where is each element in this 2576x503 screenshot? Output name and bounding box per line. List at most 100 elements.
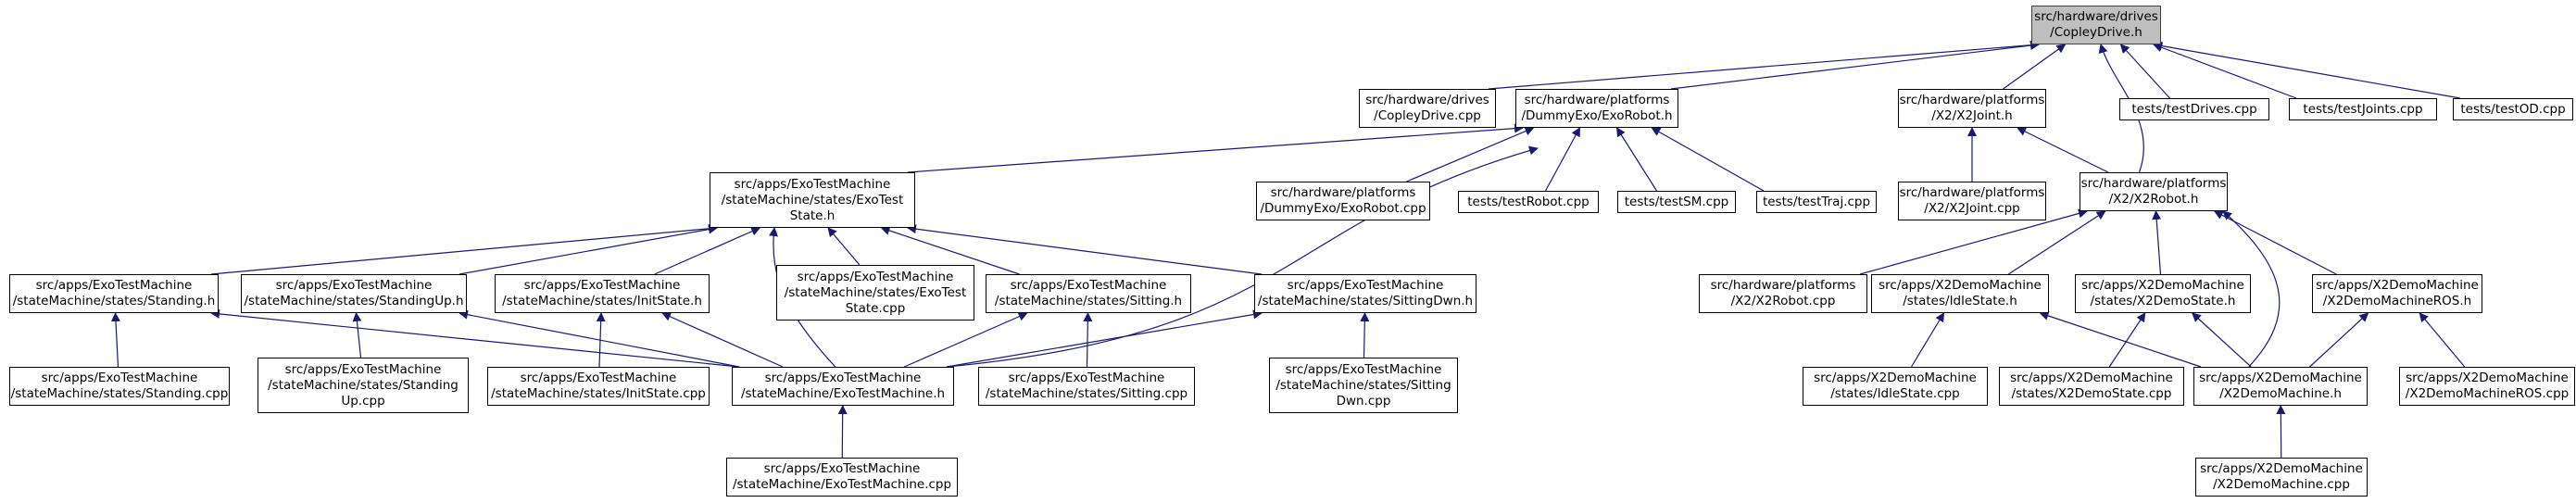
node-x2robot-h[interactable]: src/hardware/platforms/X2/X2Robot.h [2080, 172, 2228, 211]
node-label-line: /states/X2DemoState.cpp [2011, 386, 2172, 401]
node-sitting-cpp[interactable]: src/apps/ExoTestMachine/stateMachine/sta… [978, 367, 1195, 406]
edge-x2robot-h-to-x2joint-h [2017, 127, 2109, 173]
node-initstate-h[interactable]: src/apps/ExoTestMachine/stateMachine/sta… [495, 274, 710, 313]
edge-x2robot-cpp-to-x2robot-h [1859, 208, 2088, 275]
node-copley-cpp[interactable]: src/hardware/drives/CopleyDrive.cpp [1359, 89, 1496, 128]
node-standingup-cpp[interactable]: src/apps/ExoTestMachine/stateMachine/sta… [258, 358, 469, 413]
node-label-line: /stateMachine/ExoTestMachine.cpp [732, 477, 952, 492]
node-label-line: tests/testOD.cpp [2460, 101, 2566, 117]
node-idlestate-h[interactable]: src/apps/X2DemoMachine/states/IdleState.… [1871, 274, 2049, 313]
edge-exorobot-h-to-copley-h [1670, 41, 2040, 90]
edge-idlestate-cpp-to-idlestate-h [1910, 312, 1945, 368]
edge-exotestmachine-h-to-sittingdwn-h [946, 309, 1263, 368]
edge-exotestmachine-cpp-to-exotestmachine-h [837, 405, 848, 459]
node-exorobot-h[interactable]: src/hardware/platforms/DummyExo/ExoRobot… [1515, 89, 1678, 128]
node-standing-h[interactable]: src/apps/ExoTestMachine/stateMachine/sta… [9, 274, 219, 313]
node-standingup-h[interactable]: src/apps/ExoTestMachine/stateMachine/sta… [241, 274, 467, 313]
node-label-line: tests/testSM.cpp [1624, 194, 1729, 209]
node-label-line: src/apps/ExoTestMachine [523, 278, 681, 293]
node-label-line: src/apps/ExoTestMachine [1285, 361, 1442, 377]
node-exotestmachine-cpp[interactable]: src/apps/ExoTestMachine/stateMachine/Exo… [726, 458, 958, 497]
node-label-line: /stateMachine/states/InitState.h [502, 294, 702, 308]
node-label-line: /states/IdleState.h [1903, 294, 2017, 308]
node-exoteststate-h[interactable]: src/apps/ExoTestMachine/stateMachine/sta… [710, 172, 915, 228]
node-label-line: src/hardware/platforms [1270, 185, 1416, 200]
node-copley-h: src/hardware/drives/CopleyDrive.h [2031, 6, 2161, 44]
node-label-line: tests/testRobot.cpp [1467, 194, 1590, 209]
node-label-line: src/apps/X2DemoMachine [2199, 371, 2362, 385]
node-x2joint-cpp[interactable]: src/hardware/platforms/X2/X2Joint.cpp [1898, 182, 2046, 220]
node-label-line: /stateMachine/states/SittingDwn.h [1257, 294, 1474, 308]
node-testtraj[interactable]: tests/testTraj.cpp [1756, 191, 1877, 213]
node-label-line: /DummyExo/ExoRobot.cpp [1260, 201, 1426, 216]
node-label-line: State.h [789, 207, 836, 223]
node-sittingdwn-cpp[interactable]: src/apps/ExoTestMachine/stateMachine/sta… [1269, 358, 1458, 413]
edge-x2demomachine-h-to-idlestate-h [2039, 311, 2202, 368]
node-label-line: /stateMachine/ExoTestMachine.h [740, 386, 946, 401]
node-label-line: /X2/X2Joint.h [1931, 108, 2013, 123]
node-sittingdwn-h[interactable]: src/apps/ExoTestMachine/stateMachine/sta… [1254, 274, 1476, 313]
node-label-line: tests/testJoints.cpp [2303, 101, 2423, 117]
node-label-line: src/apps/ExoTestMachine [275, 278, 433, 293]
node-x2demomachine-h[interactable]: src/apps/X2DemoMachine/X2DemoMachine.h [2193, 367, 2368, 406]
edge-standingup-cpp-to-standingup-h [352, 312, 362, 358]
node-label-line: src/apps/X2DemoMachine [1879, 278, 2042, 293]
edge-sitting-cpp-to-sitting-h [1083, 312, 1093, 368]
node-exoteststate-cpp[interactable]: src/apps/ExoTestMachine/stateMachine/sta… [776, 265, 974, 321]
node-label-line: src/hardware/drives [1365, 93, 1489, 107]
node-testjoints[interactable]: tests/testJoints.cpp [2289, 98, 2437, 120]
node-label-line: /stateMachine/states/Standing.h [12, 294, 216, 308]
node-x2demoros-h[interactable]: src/apps/X2DemoMachine/X2DemoMachineROS.… [2312, 274, 2482, 313]
node-label-line: src/apps/ExoTestMachine [734, 176, 891, 192]
node-testod[interactable]: tests/testOD.cpp [2453, 98, 2573, 120]
node-label-line: /X2/X2Robot.h [2108, 192, 2199, 207]
node-label-line: src/hardware/platforms [1899, 93, 2045, 107]
node-label-line: src/apps/ExoTestMachine [797, 269, 954, 284]
node-sitting-h[interactable]: src/apps/ExoTestMachine/stateMachine/sta… [986, 274, 1191, 313]
node-initstate-cpp[interactable]: src/apps/ExoTestMachine/stateMachine/sta… [487, 367, 710, 406]
node-label-line: src/apps/ExoTestMachine [764, 371, 922, 385]
node-label-line: /stateMachine/states/StandingUp.h [244, 294, 464, 308]
node-x2demoros-cpp[interactable]: src/apps/X2DemoMachine/X2DemoMachineROS.… [2399, 367, 2575, 406]
edge-testsm-to-exorobot-h [1615, 127, 1658, 192]
node-idlestate-cpp[interactable]: src/apps/X2DemoMachine/states/IdleState.… [1803, 367, 1988, 406]
node-testrobot[interactable]: tests/testRobot.cpp [1458, 191, 1599, 213]
node-label-line: /stateMachine/states/ExoTest [721, 192, 904, 207]
node-label-line: State.cpp [845, 300, 906, 316]
node-label-line: src/apps/X2DemoMachine [2200, 461, 2363, 476]
node-label-line: tests/testDrives.cpp [2131, 101, 2257, 117]
node-standing-cpp[interactable]: src/apps/ExoTestMachine/stateMachine/sta… [9, 367, 230, 406]
node-x2robot-cpp[interactable]: src/hardware/platforms/X2/X2Robot.cpp [1699, 274, 1867, 313]
node-label-line: /states/X2DemoState.h [2090, 294, 2236, 308]
node-x2joint-h[interactable]: src/hardware/platforms/X2/X2Joint.h [1898, 89, 2046, 128]
node-label-line: /X2/X2Joint.cpp [1924, 201, 2020, 216]
node-label-line: tests/testTraj.cpp [1762, 194, 1871, 209]
node-label-line: src/hardware/drives [2034, 9, 2158, 24]
node-label-line: /X2DemoMachine.cpp [2213, 477, 2350, 492]
node-label-line: src/hardware/platforms [1899, 185, 2045, 200]
node-label-line: src/apps/X2DemoMachine [2010, 371, 2173, 385]
node-label-line: /CopleyDrive.h [2050, 25, 2142, 40]
node-x2demostate-cpp[interactable]: src/apps/X2DemoMachine/states/X2DemoStat… [1999, 367, 2184, 406]
node-label-line: src/apps/X2DemoMachine [2406, 371, 2569, 385]
edge-sittingdwn-h-to-exoteststate-h [907, 224, 1263, 275]
node-x2demomachine-cpp[interactable]: src/apps/X2DemoMachine/X2DemoMachine.cpp [2195, 458, 2368, 497]
edge-x2demostate-cpp-to-x2demostate-h [2108, 312, 2146, 368]
edge-testod-to-copley-h [2153, 41, 2461, 99]
edge-standing-h-to-exoteststate-h [210, 223, 718, 275]
edge-sitting-h-to-exoteststate-h [880, 226, 1020, 275]
edge-exoteststate-h-to-exorobot-h [907, 123, 1524, 173]
node-label-line: src/apps/ExoTestMachine [41, 371, 198, 385]
node-testdrives[interactable]: tests/testDrives.cpp [2119, 98, 2269, 120]
node-label-line: Up.cpp [341, 393, 385, 409]
node-label-line: /CopleyDrive.cpp [1374, 108, 1481, 123]
node-exorobot-cpp[interactable]: src/hardware/platforms/DummyExo/ExoRobot… [1256, 182, 1430, 220]
node-testsm[interactable]: tests/testSM.cpp [1617, 191, 1736, 213]
node-x2demostate-h[interactable]: src/apps/X2DemoMachine/states/X2DemoStat… [2075, 274, 2251, 313]
node-exotestmachine-h[interactable]: src/apps/ExoTestMachine/stateMachine/Exo… [732, 367, 954, 406]
node-label-line: src/apps/ExoTestMachine [1287, 278, 1444, 293]
edge-standing-cpp-to-standing-h [110, 312, 120, 368]
node-label-line: /X2DemoMachine.h [2219, 386, 2342, 401]
edge-exorobot-cpp-to-exorobot-h [1406, 126, 1535, 182]
edge-x2demomachine-h-to-x2demostate-h [2192, 312, 2252, 368]
